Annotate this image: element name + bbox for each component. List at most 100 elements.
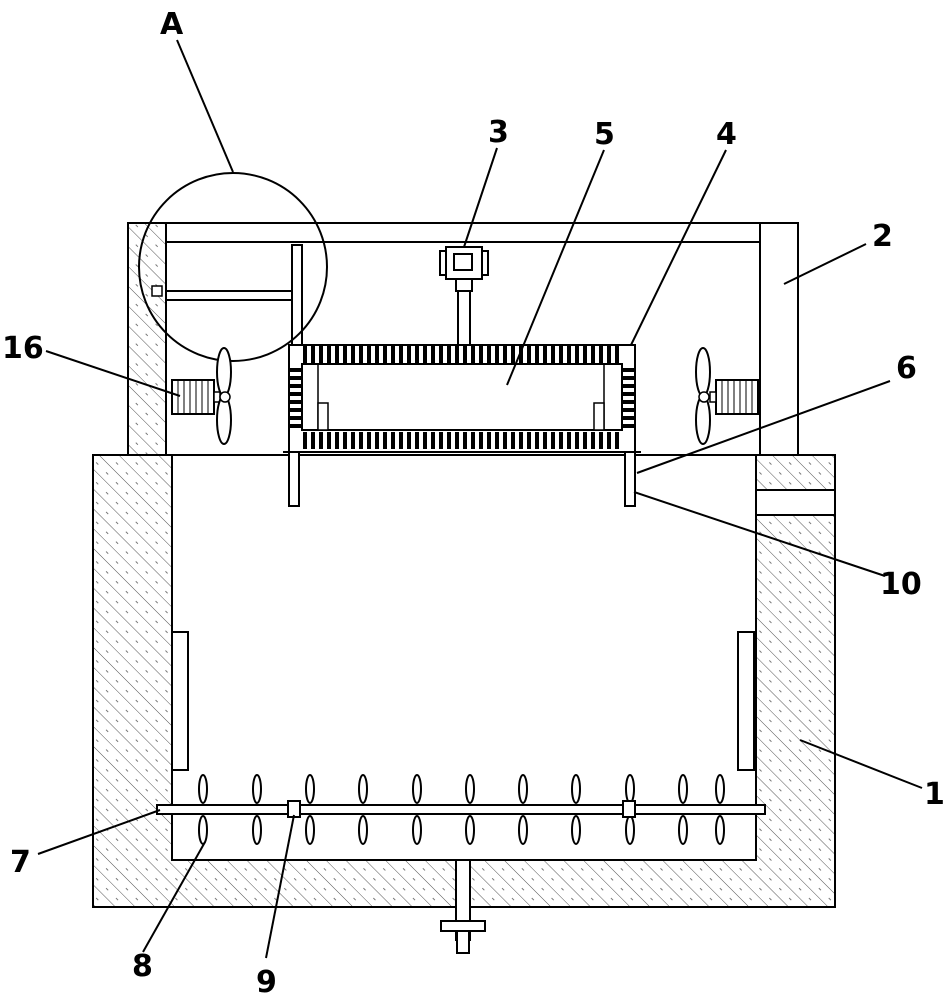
tooth xyxy=(290,408,301,412)
tooth xyxy=(375,432,379,449)
tooth xyxy=(359,346,363,363)
paddle-blade xyxy=(412,815,422,845)
paddle-blade xyxy=(358,815,368,845)
tooth xyxy=(447,432,451,449)
label-7: 7 xyxy=(10,845,31,880)
right-fan xyxy=(695,347,759,445)
tooth xyxy=(503,346,507,363)
tooth xyxy=(431,346,435,363)
tooth xyxy=(311,346,315,363)
tooth xyxy=(575,346,579,363)
paddle-blade xyxy=(571,774,581,804)
tooth xyxy=(487,346,491,363)
tooth xyxy=(290,384,301,388)
tooth xyxy=(551,346,555,363)
label-2: 2 xyxy=(872,219,893,254)
tooth xyxy=(527,346,531,363)
tooth xyxy=(535,346,539,363)
paddle-blade xyxy=(518,815,528,845)
label-3: 3 xyxy=(488,115,509,150)
tooth xyxy=(367,432,371,449)
paddle-blade xyxy=(252,774,262,804)
tooth xyxy=(399,432,403,449)
leader-lines xyxy=(37,39,923,959)
left-inner-plate xyxy=(171,631,189,771)
tooth xyxy=(551,432,555,449)
tooth xyxy=(327,432,331,449)
leader-5 xyxy=(506,149,605,386)
drain-pipe xyxy=(440,859,486,954)
tooth xyxy=(503,432,507,449)
tooth xyxy=(290,376,301,380)
paddle-blade xyxy=(198,774,208,804)
tooth xyxy=(407,432,411,449)
tooth xyxy=(535,432,539,449)
left-fan xyxy=(171,347,232,445)
tooth xyxy=(431,432,435,449)
tooth xyxy=(519,346,523,363)
tooth xyxy=(559,346,563,363)
right-teeth xyxy=(623,368,634,428)
tooth xyxy=(495,432,499,449)
tooth xyxy=(607,346,611,363)
leader-9 xyxy=(265,814,295,959)
label-6: 6 xyxy=(896,351,917,386)
tooth xyxy=(399,346,403,363)
tooth xyxy=(583,346,587,363)
paddle-blade xyxy=(625,815,635,845)
tooth xyxy=(391,346,395,363)
leader-4 xyxy=(630,149,727,346)
tooth xyxy=(463,346,467,363)
paddle-blade xyxy=(412,774,422,804)
top-teeth xyxy=(303,346,619,363)
tooth xyxy=(319,432,323,449)
tooth xyxy=(343,432,347,449)
tooth xyxy=(439,346,443,363)
side-inlet xyxy=(755,489,836,516)
tank-inner-cavity xyxy=(171,454,757,861)
tooth xyxy=(415,346,419,363)
leader-1 xyxy=(799,739,923,789)
tooth xyxy=(391,432,395,449)
paddle-blade xyxy=(715,774,725,804)
tooth xyxy=(471,432,475,449)
label-4: 4 xyxy=(716,117,737,152)
leader-8 xyxy=(142,841,206,953)
tooth xyxy=(303,346,307,363)
tooth xyxy=(559,432,563,449)
support-legs xyxy=(283,451,641,507)
tooth xyxy=(623,368,634,372)
tooth xyxy=(479,346,483,363)
tooth xyxy=(591,432,595,449)
tooth xyxy=(575,432,579,449)
filter-box xyxy=(288,344,636,453)
tooth xyxy=(455,432,459,449)
tooth xyxy=(495,346,499,363)
tooth xyxy=(623,400,634,404)
tooth xyxy=(623,416,634,420)
coupler xyxy=(287,800,301,818)
label-9: 9 xyxy=(256,965,277,1000)
paddle-blade xyxy=(678,774,688,804)
inner-cavity xyxy=(301,363,623,431)
label-1: 1 xyxy=(924,777,945,812)
tooth xyxy=(343,346,347,363)
tooth xyxy=(607,432,611,449)
stirring-shaft xyxy=(156,774,766,845)
tank-body xyxy=(92,454,836,908)
tooth xyxy=(599,346,603,363)
label-8: 8 xyxy=(132,949,153,984)
tooth xyxy=(479,432,483,449)
tooth xyxy=(351,346,355,363)
left-teeth xyxy=(290,368,301,428)
paddle-blade xyxy=(465,774,475,804)
leader-3 xyxy=(463,147,498,248)
tooth xyxy=(623,408,634,412)
tooth xyxy=(383,346,387,363)
tooth xyxy=(375,346,379,363)
tooth xyxy=(423,432,427,449)
tooth xyxy=(623,392,634,396)
leader-2 xyxy=(783,243,867,285)
shaft-bar xyxy=(156,804,766,815)
